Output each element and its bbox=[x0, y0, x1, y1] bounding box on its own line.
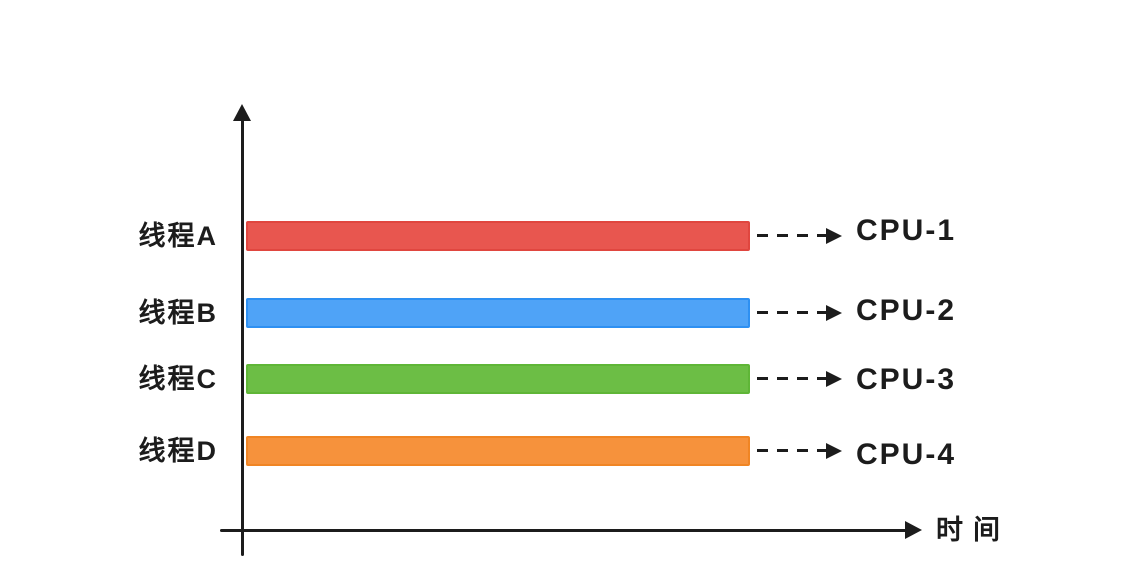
arrow-right-icon bbox=[826, 228, 842, 244]
thread-label: 线程A bbox=[138, 221, 218, 251]
thread-bar bbox=[246, 436, 750, 466]
cpu-label: CPU-3 bbox=[856, 363, 957, 396]
thread-label: 线程D bbox=[138, 436, 218, 466]
arrow-right-icon bbox=[826, 371, 842, 387]
thread-bar bbox=[246, 221, 750, 251]
dashed-arrow-line bbox=[757, 234, 826, 237]
thread-bar bbox=[246, 364, 750, 394]
x-axis-label-time: 时间 bbox=[936, 515, 1010, 545]
dashed-arrow-line bbox=[757, 449, 826, 452]
thread-label: 线程C bbox=[138, 364, 218, 394]
y-axis-line bbox=[241, 112, 244, 556]
arrow-right-icon bbox=[826, 305, 842, 321]
thread-bar bbox=[246, 298, 750, 328]
cpu-label: CPU-1 bbox=[856, 214, 957, 247]
thread-label: 线程B bbox=[138, 298, 218, 328]
cpu-label: CPU-4 bbox=[856, 438, 957, 471]
x-axis-line bbox=[220, 529, 907, 532]
cpu-label: CPU-2 bbox=[856, 294, 957, 327]
arrow-right-icon bbox=[826, 443, 842, 459]
arrow-up-icon bbox=[233, 104, 251, 121]
arrow-right-icon bbox=[905, 521, 922, 539]
dashed-arrow-line bbox=[757, 311, 826, 314]
dashed-arrow-line bbox=[757, 377, 826, 380]
